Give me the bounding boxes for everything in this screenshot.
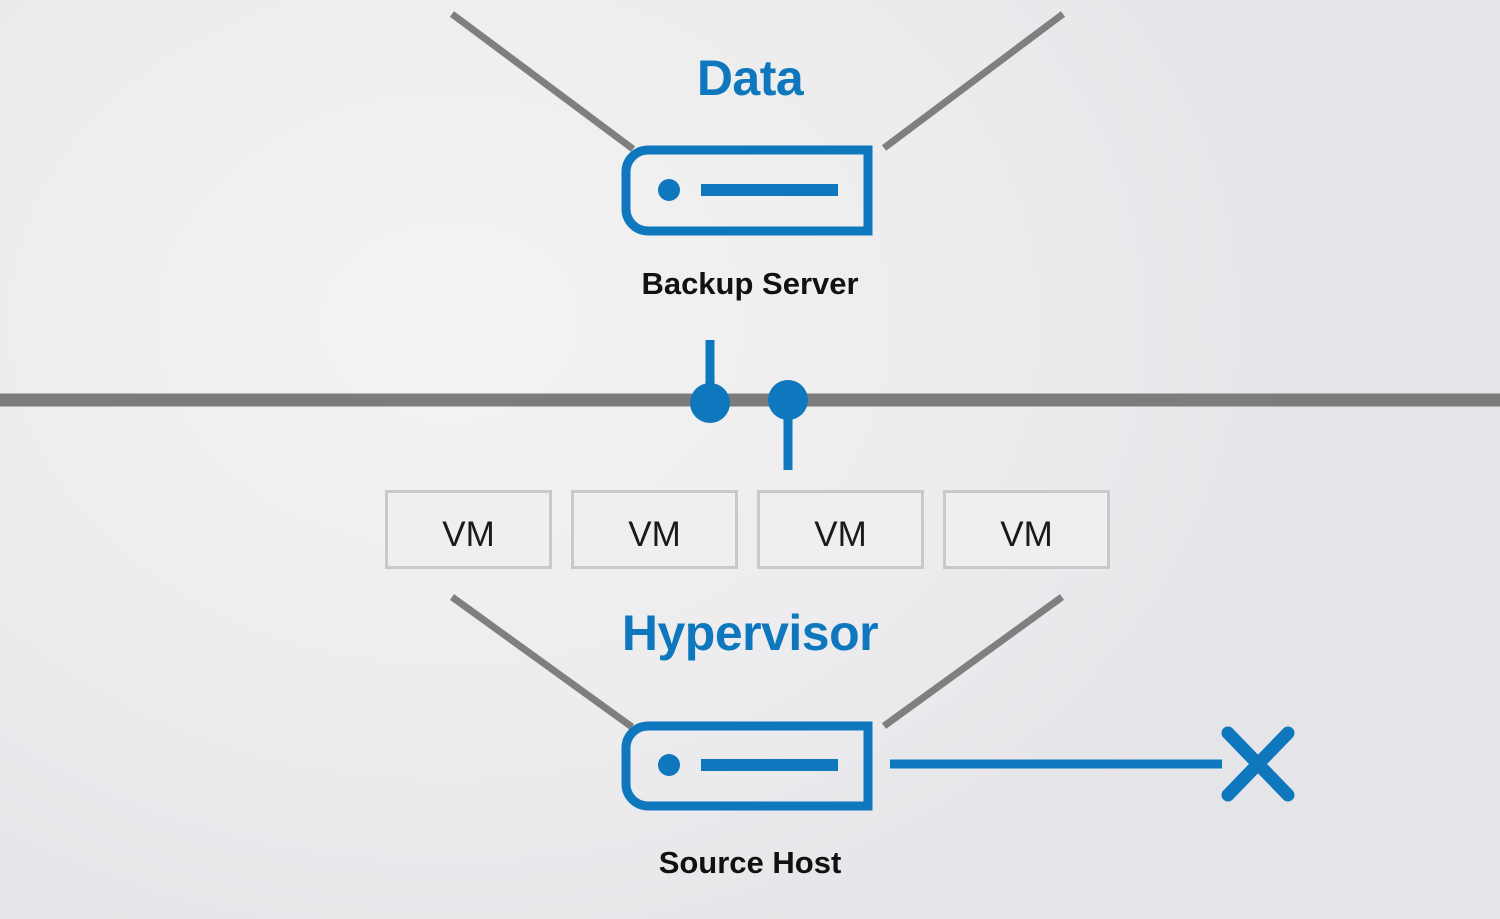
title-hypervisor: Hypervisor — [621, 605, 879, 661]
source-host-icon — [621, 721, 873, 811]
vm-box-label: VM — [814, 515, 867, 554]
vm-box[interactable] — [571, 490, 738, 569]
leader-line-top-right — [881, 11, 1066, 151]
leader-line-top-left — [449, 11, 636, 152]
downlink-connection-node-icon — [768, 380, 808, 470]
title-data: Data — [696, 50, 804, 106]
backup-server-icon — [621, 145, 873, 236]
vm-box-label: VM — [628, 515, 681, 554]
uplink-connection-node-icon — [690, 340, 730, 423]
caption-backup-server: Backup Server — [641, 266, 859, 301]
vm-box-label: VM — [1000, 515, 1053, 554]
leader-line-bottom-left — [449, 594, 635, 730]
vm-box[interactable] — [757, 490, 924, 569]
server-led-icon — [658, 754, 680, 776]
server-led-icon — [658, 179, 680, 201]
leader-line-bottom-right — [881, 594, 1065, 729]
vm-box-label: VM — [442, 515, 495, 554]
vm-box[interactable] — [385, 490, 552, 569]
vm-box-group — [385, 490, 1110, 569]
vm-box[interactable] — [943, 490, 1110, 569]
caption-source-host: Source Host — [658, 845, 842, 880]
x-mark-icon — [1221, 726, 1295, 802]
